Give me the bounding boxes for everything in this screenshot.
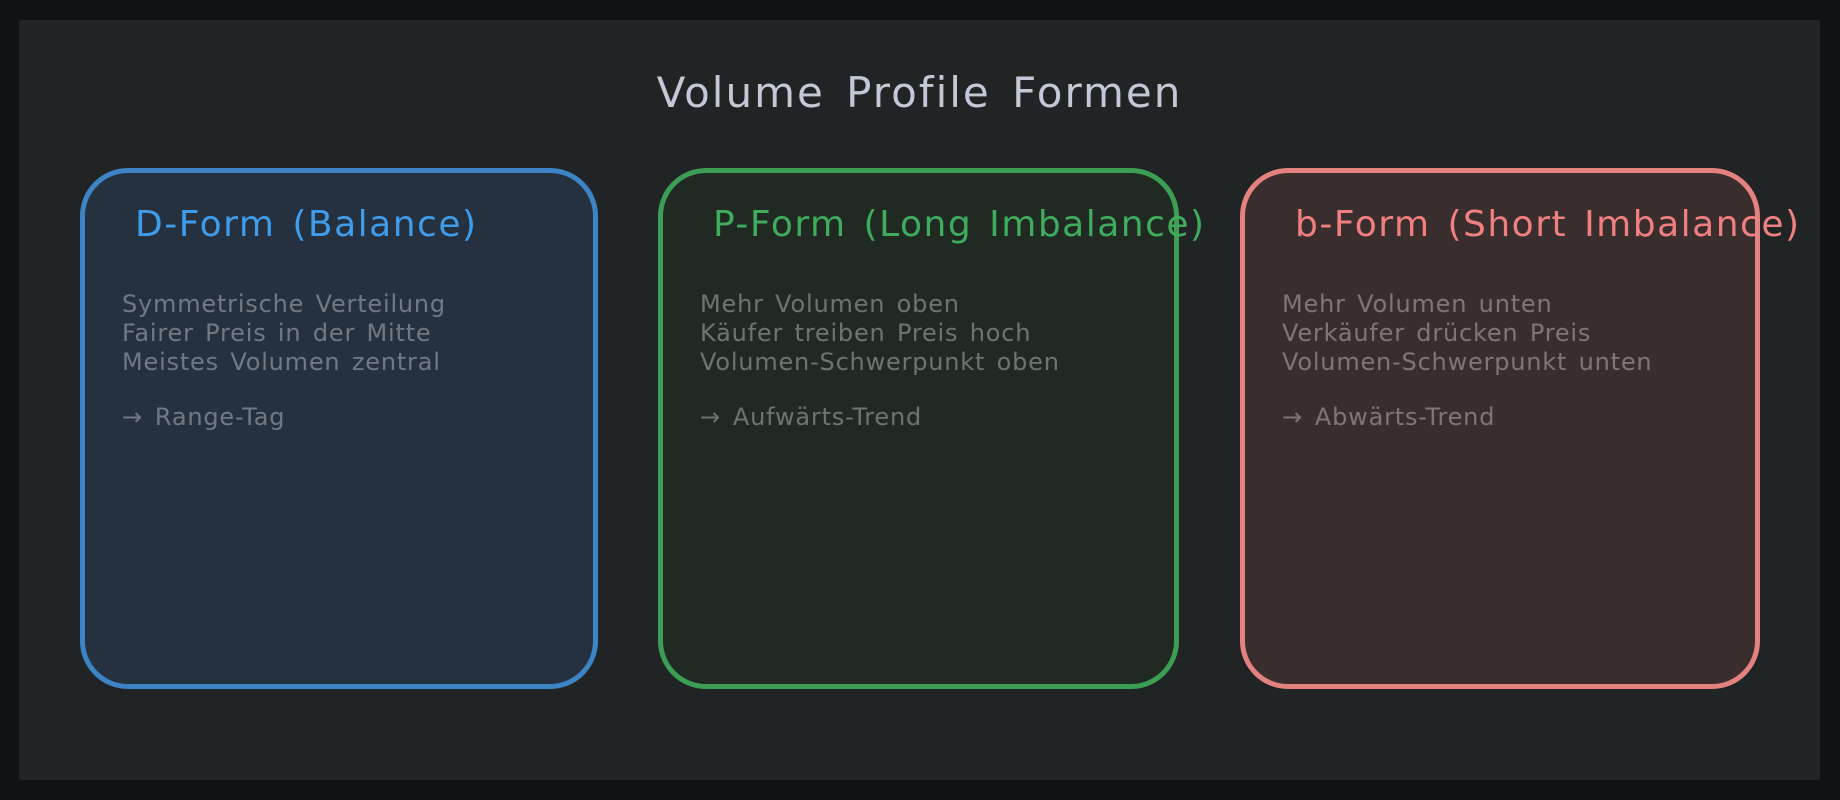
card-conclusion-label: Abwärts-Trend	[1314, 403, 1496, 431]
card-text-line: Volumen-Schwerpunkt unten	[1282, 348, 1653, 376]
card-text-line: Symmetrische Verteilung	[122, 290, 446, 318]
right-arrow-icon: →	[122, 403, 143, 431]
card-text-line: Verkäufer drücken Preis	[1282, 319, 1592, 347]
card-text-line: Käufer treiben Preis hoch	[700, 319, 1032, 347]
page-title: Volume Profile Formen	[656, 68, 1183, 117]
card-conclusion-row: → Abwärts-Trend	[1282, 403, 1735, 432]
card-text-line: Mehr Volumen oben	[700, 290, 960, 318]
right-arrow-icon: →	[1282, 403, 1303, 431]
card-p-form-long-imbalance: P-Form (Long Imbalance) Mehr Volumen obe…	[658, 168, 1206, 689]
card-title: b-Form (Short Imbalance)	[1295, 204, 1801, 245]
card-title: D-Form (Balance)	[135, 204, 478, 245]
card-title: P-Form (Long Imbalance)	[713, 204, 1206, 245]
card-b-form-short-imbalance: b-Form (Short Imbalance) Mehr Volumen un…	[1240, 168, 1801, 689]
card-text-line: Fairer Preis in der Mitte	[122, 319, 432, 347]
card-conclusion-label: Aufwärts-Trend	[732, 403, 923, 431]
card-body: Mehr Volumen oben Käufer treiben Preis h…	[700, 290, 1154, 432]
card-conclusion-row: → Aufwärts-Trend	[700, 403, 1154, 432]
card-text-line: Meistes Volumen zentral	[122, 348, 441, 376]
card-conclusion-label: Range-Tag	[154, 403, 286, 431]
card-body: Mehr Volumen unten Verkäufer drücken Pre…	[1282, 290, 1735, 432]
canvas: Volume Profile Formen D-Form (Balance) S…	[19, 20, 1820, 780]
card-text-line: Volumen-Schwerpunkt oben	[700, 348, 1060, 376]
right-arrow-icon: →	[700, 403, 721, 431]
card-body: Symmetrische Verteilung Fairer Preis in …	[122, 290, 573, 432]
card-d-form-balance: D-Form (Balance) Symmetrische Verteilung…	[80, 168, 598, 689]
card-conclusion-row: → Range-Tag	[122, 403, 573, 432]
card-text-line: Mehr Volumen unten	[1282, 290, 1553, 318]
